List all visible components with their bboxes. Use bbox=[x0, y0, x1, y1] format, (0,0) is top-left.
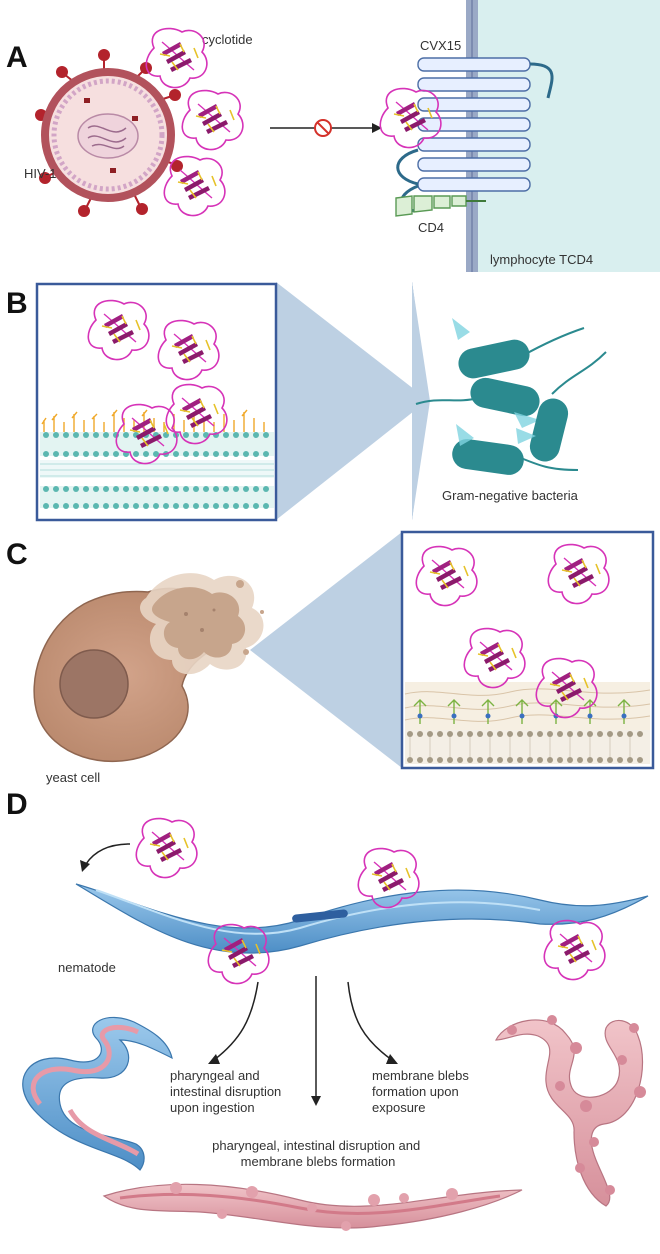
bacterium bbox=[452, 318, 585, 379]
nematode-ingestion-affected bbox=[22, 1016, 173, 1171]
panel-d: D nematode bbox=[6, 788, 649, 1231]
mannoproteins bbox=[413, 699, 631, 724]
cell-label: lymphocyte TCD4 bbox=[490, 252, 593, 267]
lymphocyte-cell bbox=[478, 0, 660, 272]
nematode-exposure-affected bbox=[495, 1015, 646, 1207]
bacterium bbox=[452, 424, 579, 475]
gram-negative-bacteria bbox=[415, 318, 607, 475]
cd4-label: CD4 bbox=[418, 220, 444, 235]
panel-letter-c: C bbox=[6, 538, 28, 571]
outcome-combined-line: membrane blebs formation bbox=[241, 1154, 396, 1169]
outcome-arrow-right bbox=[347, 981, 393, 1061]
hiv-virus bbox=[35, 49, 183, 217]
bacterium bbox=[415, 377, 540, 428]
panel-b: B bbox=[6, 282, 607, 522]
outcome-exposure-line: exposure bbox=[372, 1100, 425, 1115]
inner-membrane bbox=[40, 486, 274, 509]
bacteria-label: Gram-negative bacteria bbox=[442, 488, 579, 503]
zoom-wedge bbox=[250, 532, 402, 768]
cyclotide-molecule bbox=[543, 919, 606, 981]
outcome-ingestion-label: pharyngeal and intestinal disruption upo… bbox=[170, 1068, 285, 1115]
nematode-label: nematode bbox=[58, 960, 116, 975]
arrow-head bbox=[372, 123, 382, 133]
panel-c: C yeast cell bbox=[6, 530, 655, 785]
yeast-label: yeast cell bbox=[46, 770, 100, 785]
yeast-plasma-membrane bbox=[405, 730, 650, 764]
bacterium bbox=[516, 351, 607, 462]
outcome-exposure-line: formation upon bbox=[372, 1084, 459, 1099]
panel-a: A HIV-1 bbox=[6, 0, 660, 272]
cyclotide-molecule bbox=[145, 27, 208, 89]
panel-letter-b: B bbox=[6, 287, 28, 320]
hiv-label: HIV-1 bbox=[24, 166, 57, 181]
cvx15-label: CVX15 bbox=[420, 38, 461, 53]
cyclotide-molecule bbox=[135, 817, 198, 879]
membrane-zoom-box bbox=[35, 282, 278, 522]
panel-letter-d: D bbox=[6, 788, 28, 821]
ingestion-arrow bbox=[85, 843, 131, 865]
outcome-ingestion-line: upon ingestion bbox=[170, 1100, 255, 1115]
cyclotide-molecule bbox=[181, 89, 244, 151]
prohibited-icon bbox=[314, 119, 332, 137]
outcome-exposure-label: membrane blebs formation upon exposure bbox=[372, 1068, 472, 1115]
yeast-cell bbox=[33, 573, 264, 762]
cd4-receptor bbox=[395, 195, 467, 217]
panel-letter-a: A bbox=[6, 41, 28, 74]
nematode bbox=[75, 883, 649, 954]
outcome-exposure-line: membrane blebs bbox=[372, 1068, 469, 1083]
cvx15-receptor bbox=[417, 57, 531, 192]
outcome-arrow-left bbox=[213, 981, 259, 1061]
outcome-ingestion-line: pharyngeal and bbox=[170, 1068, 260, 1083]
periplasm bbox=[40, 460, 274, 478]
nematode-combined-affected bbox=[102, 1182, 523, 1231]
cyclotide-label: cyclotide bbox=[202, 32, 253, 47]
zoom-wedge bbox=[276, 282, 428, 520]
outcome-combined-line: pharyngeal, intestinal disruption and bbox=[212, 1138, 420, 1153]
outcome-ingestion-line: intestinal disruption bbox=[170, 1084, 281, 1099]
outcome-combined-label: pharyngeal, intestinal disruption and me… bbox=[212, 1138, 424, 1169]
